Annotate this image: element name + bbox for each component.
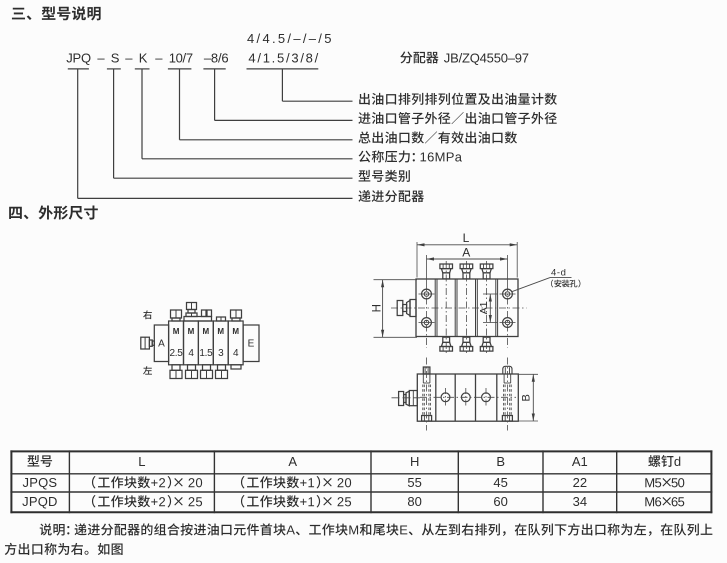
svg-text:A: A [462,246,470,260]
svg-text:JPQS: JPQS [23,475,58,490]
svg-text:2.5: 2.5 [170,348,184,359]
svg-text:A1: A1 [478,301,490,314]
svg-text:L: L [138,454,145,469]
svg-text:A1: A1 [572,454,588,469]
svg-text:H: H [372,304,384,312]
svg-text:10/7: 10/7 [169,50,193,65]
svg-text:22: 22 [573,475,587,490]
svg-text:–: – [125,50,133,65]
svg-text:4-d: 4-d [551,267,567,278]
svg-text:60: 60 [493,494,507,509]
svg-text:JPQ: JPQ [66,50,91,65]
svg-text:B: B [520,394,532,401]
svg-text:A: A [288,454,297,469]
svg-text:–: – [155,50,163,65]
svg-text:–8/6: –8/6 [204,50,229,65]
svg-text:55: 55 [407,475,421,490]
svg-text:L: L [463,231,470,245]
svg-text:JB/ZQ4550–97: JB/ZQ4550–97 [444,50,529,65]
svg-text:4/4.5/–/–/5: 4/4.5/–/–/5 [247,31,334,46]
svg-text:M: M [173,327,180,336]
svg-text:34: 34 [573,494,587,509]
svg-text:3: 3 [218,348,224,359]
svg-text:4: 4 [188,348,194,359]
svg-text:–: – [97,50,105,65]
svg-text:M: M [203,327,210,336]
svg-text:M: M [232,327,239,336]
svg-text:A: A [158,339,165,350]
svg-text:1.5: 1.5 [199,348,213,359]
svg-text:B: B [496,454,505,469]
svg-text:80: 80 [407,494,421,509]
svg-text:M: M [217,327,224,336]
svg-text:M: M [188,327,195,336]
svg-text:S: S [111,50,120,65]
svg-text:4: 4 [233,348,239,359]
svg-text:E: E [248,339,255,350]
svg-text:4/1.5/3/8/: 4/1.5/3/8/ [248,50,320,65]
svg-text:JPQD: JPQD [22,494,57,509]
svg-text:H: H [410,454,419,469]
svg-text:K: K [139,50,148,65]
svg-text:45: 45 [493,475,507,490]
